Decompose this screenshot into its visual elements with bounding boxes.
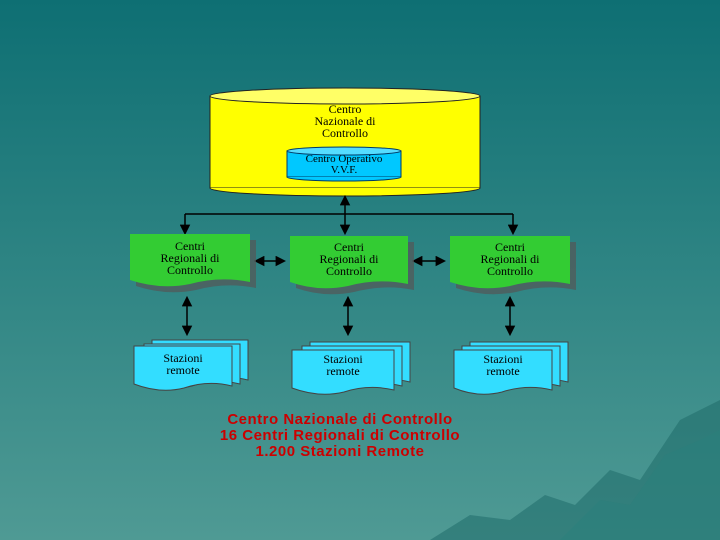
- national-label-line: Centro: [328, 102, 362, 116]
- regional-label-line: Regionali di: [480, 252, 540, 266]
- remote-label-line: remote: [166, 363, 200, 377]
- regional-label-line: Regionali di: [160, 251, 220, 265]
- remote-label-line: remote: [326, 364, 360, 378]
- remote-stations-stack-2: [291, 341, 411, 395]
- remote-label-line: Stazioni: [163, 351, 203, 365]
- remote-label-line: Stazioni: [323, 352, 363, 366]
- regional-label-line: Controllo: [325, 264, 372, 278]
- remote-stations-stack-1: [133, 339, 249, 391]
- national-label-line: Nazionale di: [314, 114, 376, 128]
- caption-line-1: Centro Nazionale di Controllo: [227, 411, 453, 428]
- regional-center-box-1: [130, 234, 256, 293]
- connector-tree: [179, 194, 519, 236]
- caption-line-2: 16 Centri Regionali di Controllo: [219, 427, 461, 444]
- regional-label-line: Controllo: [166, 263, 213, 277]
- regional-label-line: Centri: [334, 240, 364, 254]
- caption-line-3: 1.200 Stazioni Remote: [255, 443, 425, 460]
- operative-label-line: V.V.F.: [330, 164, 358, 176]
- remote-label-line: Stazioni: [483, 352, 523, 366]
- national-center-label: Centro Nazionale di Controllo: [290, 103, 400, 139]
- regional-label-line: Centri: [175, 239, 205, 253]
- remote-stations-label-2: Stazioni remote: [292, 353, 394, 377]
- operative-label-line: Centro Operativo: [305, 153, 383, 165]
- regional-center-box-2: [290, 236, 414, 295]
- regional-center-label-3: Centri Regionali di Controllo: [450, 241, 570, 277]
- regional-label-line: Regionali di: [319, 252, 379, 266]
- national-label-line: Controllo: [321, 126, 368, 140]
- regional-label-line: Centri: [495, 240, 525, 254]
- regional-center-box-3: [450, 236, 576, 295]
- regional-center-label-1: Centri Regionali di Controllo: [130, 240, 250, 276]
- regional-center-label-2: Centri Regionali di Controllo: [290, 241, 408, 277]
- mountain-decoration-highlight: [560, 430, 720, 540]
- regional-label-line: Controllo: [486, 264, 533, 278]
- remote-stations-stack-3: [453, 341, 569, 395]
- remote-stations-label-1: Stazioni remote: [134, 352, 232, 376]
- remote-label-line: remote: [486, 364, 520, 378]
- remote-stations-label-3: Stazioni remote: [454, 353, 552, 377]
- operative-center-label: Centro Operativo V.V.F.: [287, 154, 401, 176]
- operative-center-cylinder: [286, 146, 402, 182]
